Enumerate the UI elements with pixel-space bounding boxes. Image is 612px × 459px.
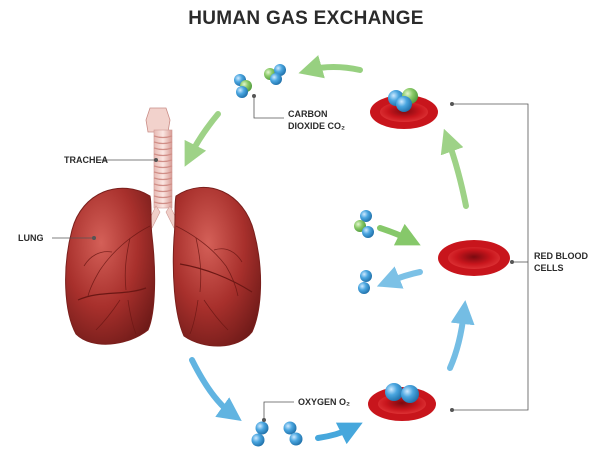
red-blood-cells-label-line1: RED BLOOD [534,251,588,261]
carbon-dioxide-label-line1: CARBON [288,109,328,119]
trachea [145,107,181,229]
arrow-cell-to-carbon-dioxide [298,55,363,79]
oxygen-molecule [283,421,303,446]
carbon-dioxide-molecule [354,210,374,238]
oxygen-molecule [251,421,269,447]
oxygen-molecule [358,270,372,294]
left-lung [65,187,156,345]
arrow-co2-into-cell [377,223,421,246]
carbon-dioxide-label-line2: DIOXIDE CO₂ [288,121,346,131]
arrow-lung-to-oxygen [189,357,242,421]
red-blood-cells-label-line2: CELLS [534,263,564,273]
carbon-dioxide-molecule [264,64,286,85]
oxygen-label: OXYGEN O₂ [298,397,351,407]
arrow-bottom-cell-to-middle-cell [447,300,475,371]
arrow-oxygen-to-cell [315,422,363,445]
arrow-middle-cell-to-top-cell [440,128,469,209]
diagram-title: HUMAN GAS EXCHANGE [188,8,424,29]
arrow-carbon-dioxide-to-lung [184,111,221,167]
right-lung [172,186,262,347]
red-blood-cell-top [370,88,438,129]
lung-label: LUNG [18,233,44,243]
leader-lines [52,94,529,422]
red-blood-cell-middle [438,240,510,276]
trachea-label: TRACHEA [64,155,108,165]
red-blood-cell-bottom [368,383,436,421]
arrow-oxygen-out-of-cell [376,266,423,289]
carbon-dioxide-molecule [234,74,252,98]
